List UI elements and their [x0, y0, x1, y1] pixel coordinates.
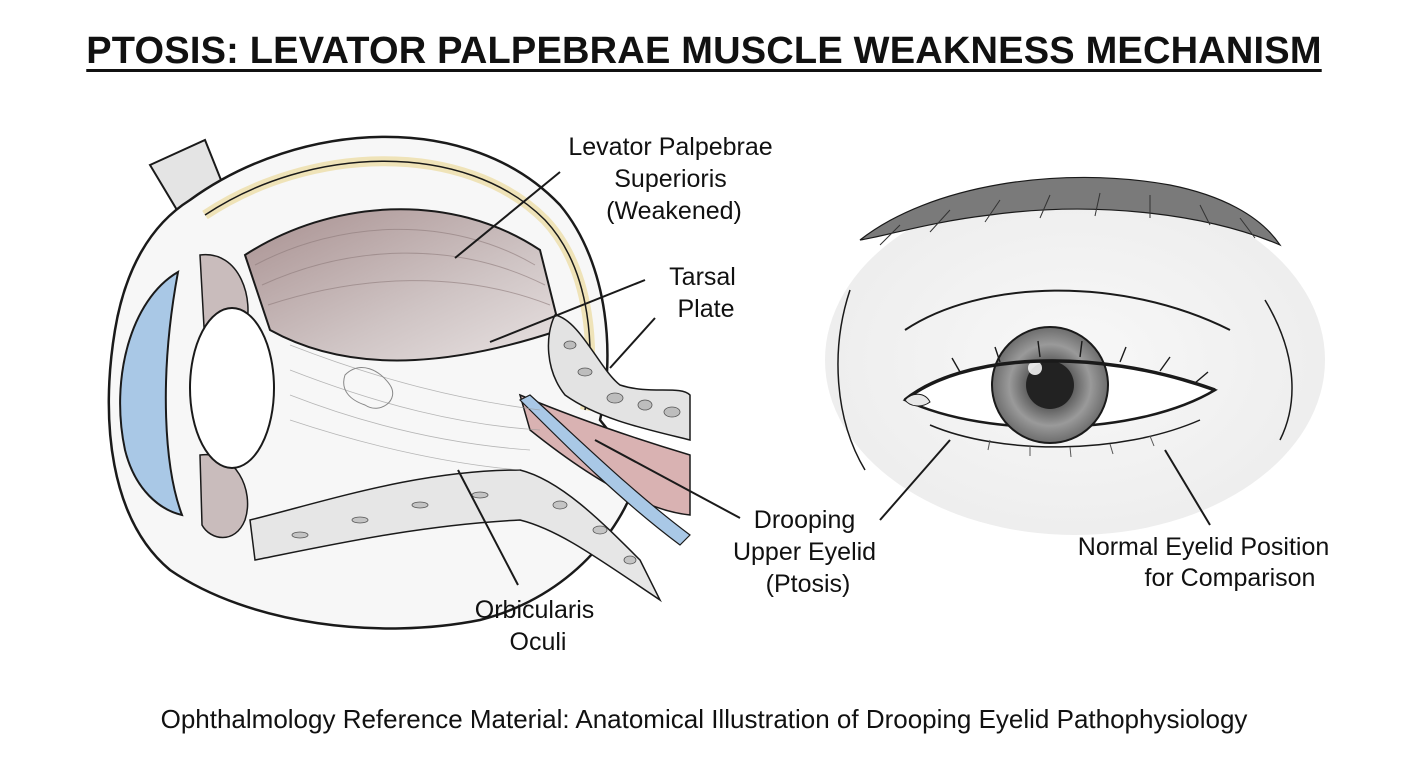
label-tarsal-plate: Tarsal Plate: [669, 263, 743, 323]
label-normal-eyelid: Normal Eyelid Position for Comparison: [1078, 533, 1336, 592]
page-title: PTOSIS: LEVATOR PALPEBRAE MUSCLE WEAKNES…: [86, 30, 1322, 72]
figure-caption: Ophthalmology Reference Material: Anatom…: [160, 704, 1248, 734]
normal-eye-illustration: [825, 176, 1325, 535]
eyeball-cross-section: [107, 135, 691, 630]
label-orbicularis: Orbicularis Oculi: [475, 596, 601, 656]
leader-lines: [454, 171, 1211, 586]
label-levator: Levator Palpebrae Superioris (Weakened): [568, 133, 779, 225]
label-drooping-eyelid: Drooping Upper Eyelid (Ptosis): [733, 506, 883, 598]
